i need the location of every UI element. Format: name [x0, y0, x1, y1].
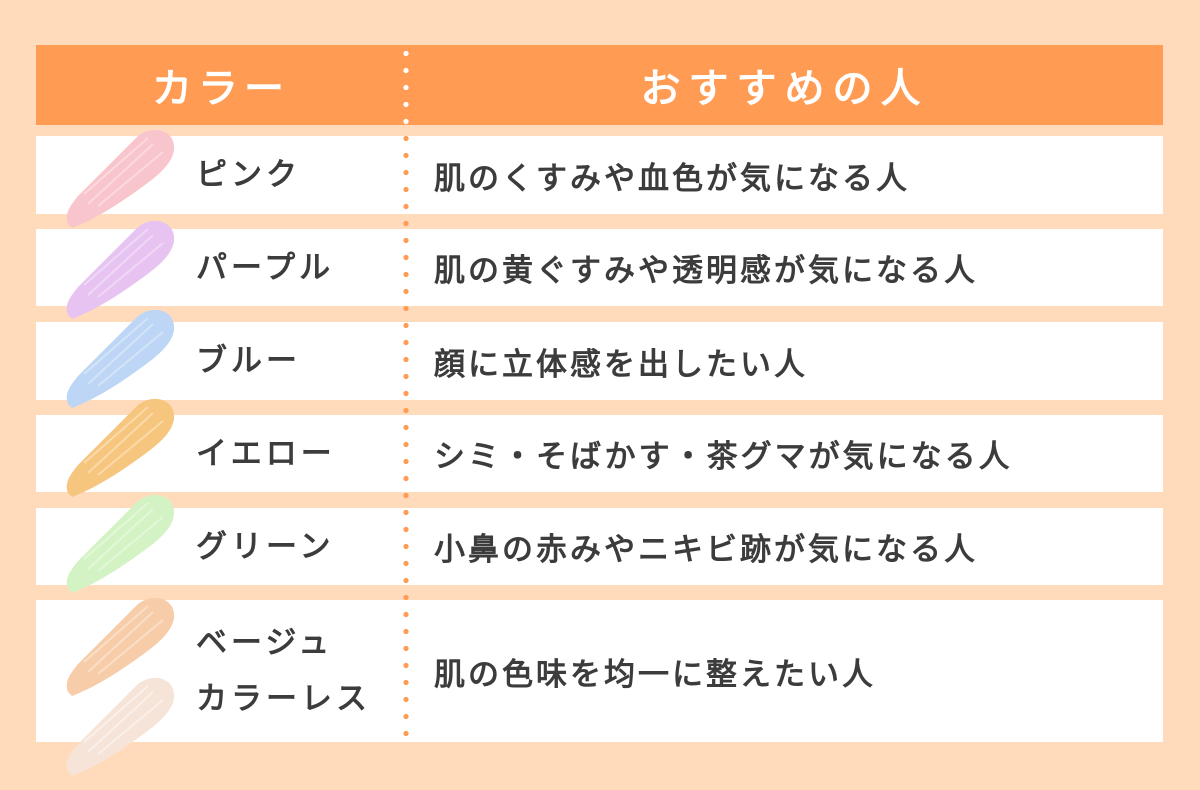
- color-label-text: パープル: [196, 249, 335, 286]
- color-label: ブルー: [196, 322, 301, 400]
- recommend-text: 小鼻の赤みやニキビ跡が気になる人: [434, 532, 978, 568]
- table-row: ピンク 肌のくすみや血色が気になる人: [36, 136, 1163, 214]
- table-row: グリーン 小鼻の赤みやニキビ跡が気になる人: [36, 508, 1163, 585]
- table-row: ベージュ カラーレス 肌の色味を均一に整えたい人: [36, 600, 1163, 742]
- colorless-swatch-icon: [66, 677, 175, 776]
- color-label: ピンク: [196, 136, 301, 214]
- yellow-swatch-icon: [66, 398, 175, 497]
- green-swatch-icon: [66, 494, 175, 593]
- header-recommended: おすすめの人: [640, 66, 929, 112]
- table-header: カラー おすすめの人: [36, 45, 1163, 125]
- color-label-text: グリーン: [196, 528, 335, 565]
- table-row: パープル 肌の黄ぐすみや透明感が気になる人: [36, 229, 1163, 306]
- beige-swatch-icon: [66, 597, 175, 696]
- color-label-text: ベージュ: [196, 625, 334, 661]
- purple-swatch-icon: [66, 220, 175, 319]
- color-label-text: ブルー: [196, 343, 301, 379]
- dotted-divider: [403, 45, 409, 745]
- recommend-text: 顔に立体感を出したい人: [434, 346, 808, 383]
- color-label: パープル: [196, 229, 334, 306]
- recommend-text: シミ・そばかす・茶グマが気になる人: [434, 439, 1013, 475]
- table-row: ブルー 顔に立体感を出したい人: [36, 322, 1163, 400]
- header-color: カラー: [152, 66, 290, 112]
- recommend-text: 肌のくすみや血色が気になる人: [434, 160, 910, 197]
- dotted-divider-header: [403, 45, 409, 125]
- color-label-text: カラーレス: [196, 681, 371, 717]
- color-label: ベージュ カラーレス: [196, 600, 371, 742]
- recommend-text: 肌の黄ぐすみや透明感が気になる人: [434, 253, 978, 289]
- recommend-text: 肌の色味を均一に整えたい人: [434, 656, 876, 693]
- color-label: イエロー: [196, 415, 336, 492]
- blue-swatch-icon: [66, 309, 175, 408]
- table-row: イエロー シミ・そばかす・茶グマが気になる人: [36, 415, 1163, 492]
- color-label-text: ピンク: [196, 157, 301, 193]
- pink-swatch-icon: [66, 129, 175, 228]
- color-label-text: イエロー: [196, 435, 336, 472]
- color-label: グリーン: [196, 508, 334, 585]
